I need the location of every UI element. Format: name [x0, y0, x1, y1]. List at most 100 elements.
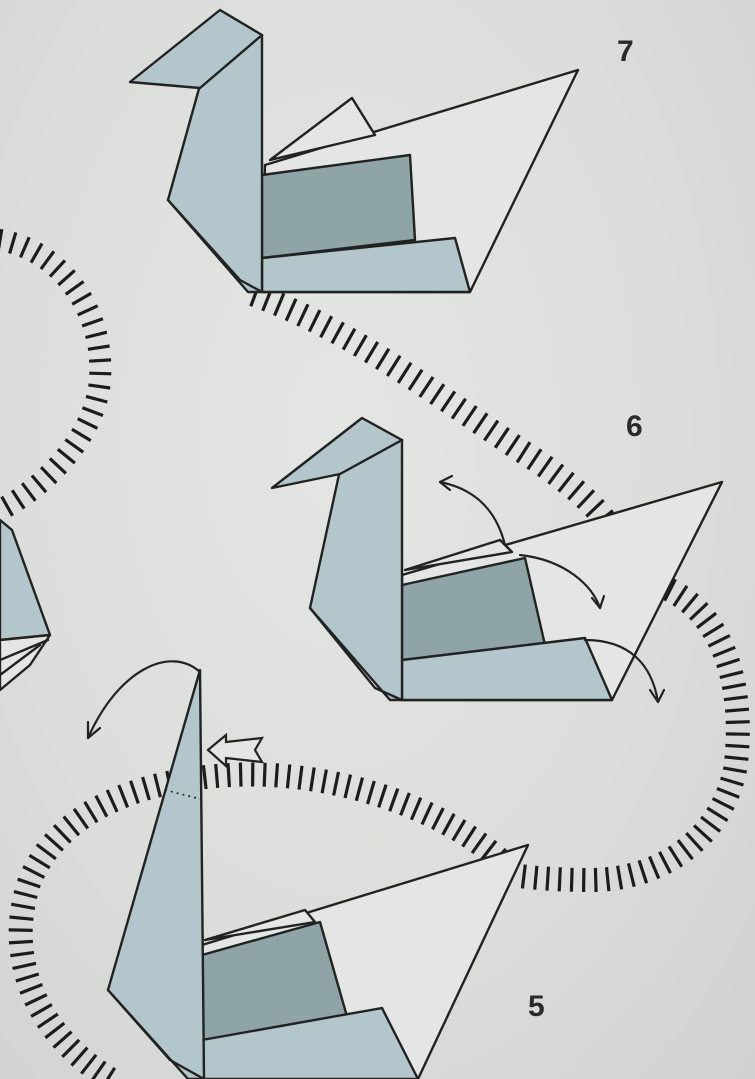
hatch-mark: [697, 613, 716, 628]
hatch-mark: [82, 319, 103, 326]
hatch-mark: [708, 636, 730, 647]
hatch-mark: [131, 781, 139, 804]
hatch-mark: [506, 435, 519, 455]
hatch-mark: [2, 497, 13, 516]
hatch-mark: [81, 1055, 96, 1074]
hatch-mark: [356, 778, 362, 801]
hatch-mark: [78, 306, 98, 315]
step-5-neck: [108, 670, 204, 1079]
hatch-mark: [578, 490, 594, 508]
step-number-6: 6: [626, 410, 643, 444]
hatch-mark: [453, 820, 465, 841]
hatch-mark: [660, 852, 671, 873]
hatch-mark: [686, 833, 702, 851]
hatch-mark: [495, 428, 508, 448]
step-number-7: 7: [617, 35, 634, 69]
hatch-mark: [37, 845, 56, 859]
hatch-mark: [23, 867, 44, 878]
hatch-mark: [517, 442, 530, 462]
hatch-mark: [722, 684, 746, 688]
hatch-mark: [72, 429, 91, 440]
step-6-neck: [310, 440, 402, 700]
hatch-mark: [639, 860, 647, 883]
hatch-mark: [472, 834, 486, 854]
hatch-mark: [365, 342, 377, 363]
hatch-mark: [143, 777, 150, 800]
hatch-mark: [0, 229, 2, 251]
hatch-mark: [85, 802, 97, 823]
hatch-mark: [216, 764, 218, 788]
hatch-mark: [276, 763, 278, 787]
hatch-mark: [155, 774, 161, 797]
hatch-mark: [343, 329, 355, 350]
hatch-mark: [528, 449, 541, 469]
dashed-band-7-to-6: [251, 284, 613, 526]
hatch-mark: [41, 467, 56, 483]
hatch-mark: [58, 449, 75, 463]
hatch-mark: [102, 1068, 115, 1079]
hatch-mark: [12, 490, 24, 508]
hatch-mark: [379, 785, 386, 808]
hatch-mark: [38, 1014, 58, 1027]
hatch-mark: [694, 825, 712, 841]
hatch-mark: [354, 335, 366, 356]
hatch-mark: [50, 260, 65, 276]
dashed-ring-left: [0, 229, 111, 516]
previous-step-partial-figure: [0, 520, 50, 690]
hatch-mark: [433, 808, 444, 829]
hatch-mark: [22, 483, 35, 501]
hatch-mark: [58, 270, 75, 285]
hatch-mark: [717, 789, 739, 798]
hatch-mark: [287, 765, 289, 789]
hatch-mark: [18, 879, 41, 887]
hatch-mark: [707, 808, 727, 821]
step-number-5: 5: [528, 990, 545, 1024]
hatch-mark: [538, 457, 552, 477]
hatch-mark: [431, 384, 444, 404]
hatch-mark: [65, 440, 83, 453]
hatch-mark: [64, 817, 79, 836]
hatch-mark: [74, 809, 88, 829]
hatch-mark: [9, 930, 33, 931]
hatch-mark: [45, 1023, 64, 1038]
hatch-mark: [443, 814, 455, 835]
hatch-mark: [13, 963, 37, 968]
hatch-mark: [420, 377, 433, 397]
hatch-mark: [559, 473, 574, 492]
hatch-mark: [390, 789, 398, 812]
hatch-mark: [669, 846, 682, 866]
hatch-mark: [726, 722, 750, 723]
hatch-mark: [32, 476, 46, 493]
hatch-mark: [11, 904, 35, 908]
hatch-mark: [228, 763, 229, 787]
hatch-mark: [29, 855, 49, 868]
hatch-mark: [703, 624, 723, 637]
hatch-mark: [107, 790, 117, 812]
step-6-swan-figure: [272, 418, 722, 702]
hatch-mark: [484, 421, 498, 441]
hatch-mark: [21, 237, 30, 257]
hatch-mark: [568, 481, 584, 499]
hatch-mark: [50, 458, 66, 473]
hatch-mark: [401, 793, 410, 815]
hatch-mark: [9, 941, 33, 943]
hatch-mark: [31, 1005, 52, 1017]
hatch-mark: [701, 817, 720, 832]
hatch-mark: [409, 370, 422, 390]
hatch-mark: [299, 766, 302, 790]
hatch-mark: [298, 304, 308, 326]
hatch-mark: [682, 594, 697, 612]
hatch-mark: [62, 1040, 79, 1057]
hatch-mark: [10, 952, 34, 955]
hatch-mark: [86, 332, 107, 337]
hatch-mark: [368, 781, 375, 804]
hatch-mark: [547, 867, 549, 891]
hatch-mark: [88, 385, 110, 388]
step-7-swan-figure: [130, 10, 578, 292]
hatch-mark: [725, 757, 749, 759]
hatch-mark: [441, 391, 454, 411]
hatch-mark: [45, 834, 63, 850]
step-5-swan-figure: [88, 661, 528, 1079]
hatch-mark: [332, 322, 344, 343]
hatch-mark: [721, 778, 744, 785]
